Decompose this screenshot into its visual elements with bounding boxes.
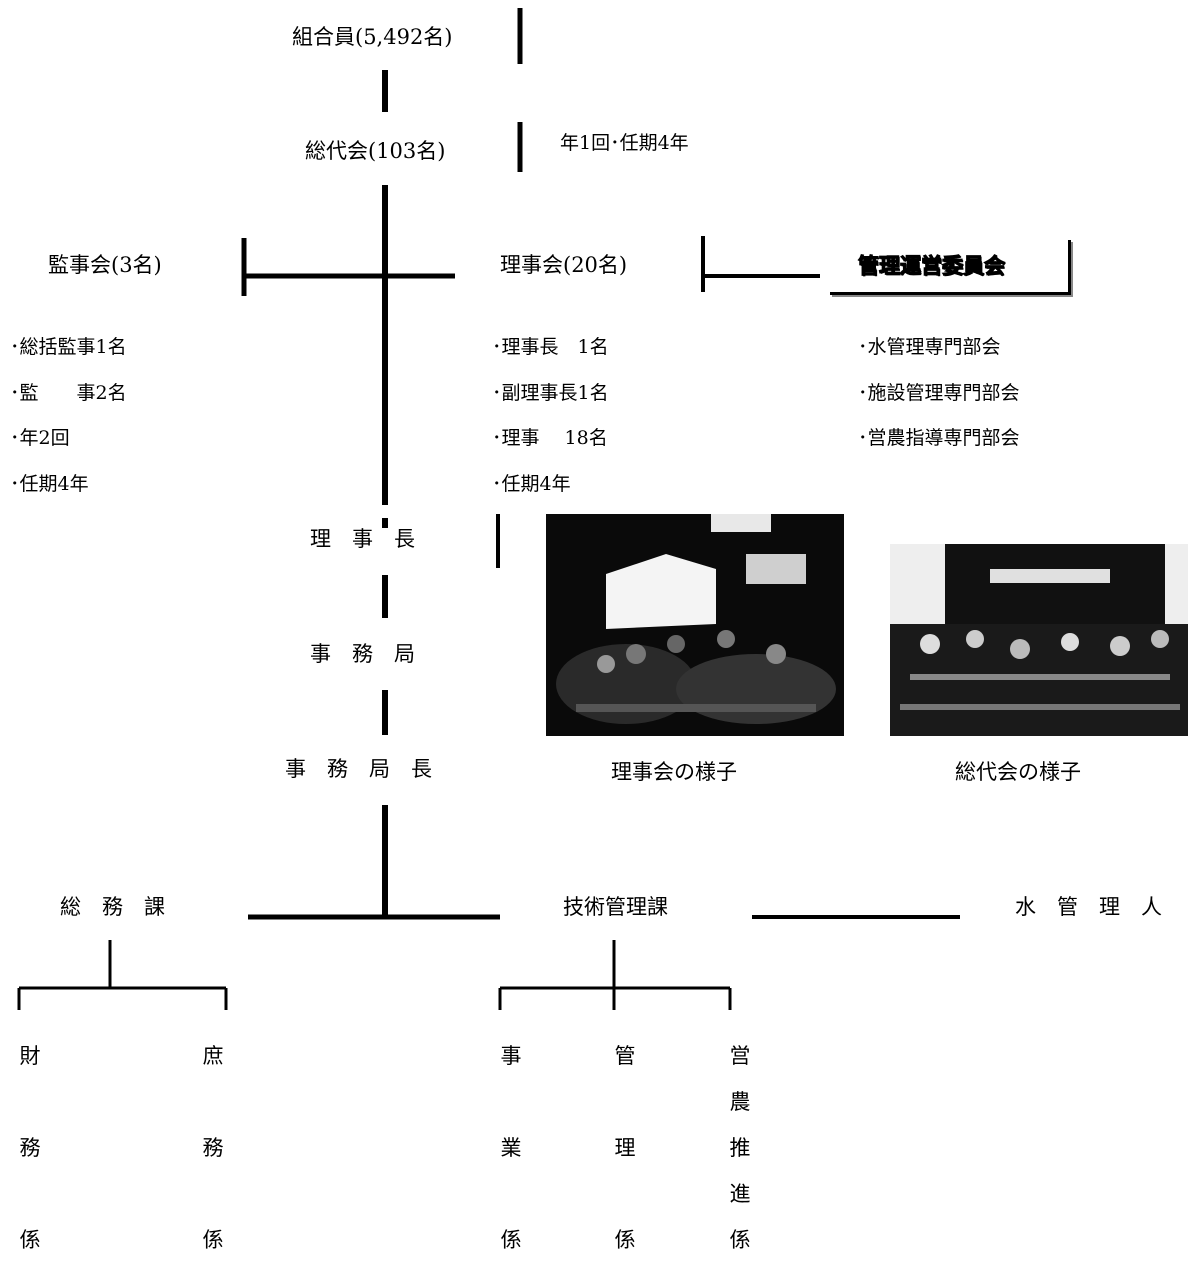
list-item: ･水管理専門部会: [858, 336, 1001, 358]
technical-section: 技術管理課: [563, 895, 668, 919]
board-photo-caption: 理事会の様子: [611, 760, 737, 784]
management-unit: 管理係: [614, 1044, 636, 1252]
assembly-photo-caption: 総代会の様子: [955, 760, 1081, 784]
secretariat-node: 事 務 局: [310, 642, 415, 666]
finance-unit: 財務係: [19, 1044, 41, 1252]
list-item: ･監 事2名: [10, 382, 127, 404]
list-item: ･任期4年: [10, 473, 89, 495]
list-item: ･副理事長1名: [492, 382, 609, 404]
list-item: ･理事 18名: [492, 427, 608, 449]
general-affairs-section: 総 務 課: [60, 895, 165, 919]
committee-node: 管理運営委員会: [830, 240, 1071, 295]
list-item: ･年2回: [10, 427, 70, 449]
chairman-node: 理 事 長: [310, 527, 415, 551]
secretariat-head-node: 事 務 局 長: [285, 757, 432, 781]
board-node: 理事会(20名): [500, 253, 628, 277]
list-item: ･総括監事1名: [10, 336, 127, 358]
assembly-meeting-photo-image: [890, 514, 1188, 736]
auditors-node: 監事会(3名): [48, 253, 162, 277]
assembly-node: 総代会(103名): [305, 139, 446, 163]
assembly-meeting-photo: [890, 514, 1188, 736]
farming-unit: 営農推進係: [729, 1044, 751, 1252]
list-item: ･理事長 1名: [492, 336, 609, 358]
list-item: ･営農指導専門部会: [858, 427, 1020, 449]
water-manager-node: 水 管 理 人: [1015, 895, 1162, 919]
operations-unit: 事業係: [500, 1044, 522, 1252]
committee-title: 管理運営委員会: [858, 253, 1006, 279]
clerical-unit: 庶務係: [202, 1044, 224, 1252]
list-item: ･任期4年: [492, 473, 571, 495]
list-item: ･施設管理専門部会: [858, 382, 1020, 404]
members-node: 組合員(5,492名): [292, 25, 453, 49]
board-meeting-photo: [546, 514, 844, 736]
board-meeting-photo-image: [546, 514, 844, 736]
assembly-note: 年1回･任期4年: [560, 132, 689, 154]
